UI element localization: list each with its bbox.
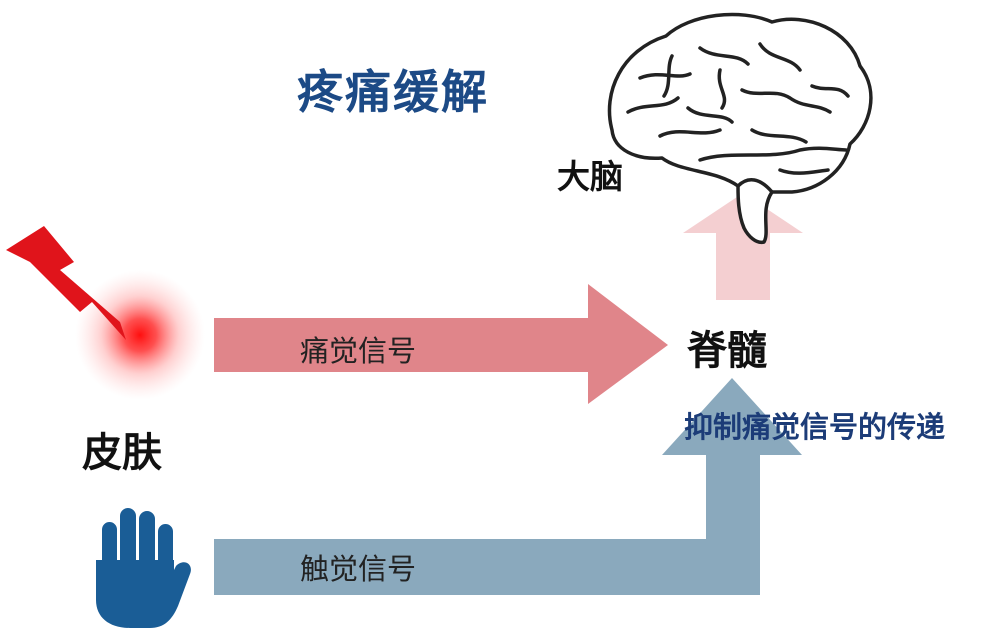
pain-glow-icon: [75, 270, 205, 400]
touch-signal-arrow: [214, 378, 802, 595]
skin-label: 皮肤: [82, 430, 162, 476]
lightning-icon: [6, 226, 126, 340]
diagram-title: 疼痛缓解: [297, 65, 489, 119]
brain-icon: [607, 12, 873, 245]
inhibit-annotation: 抑制痛觉信号的传递: [684, 410, 946, 444]
touch-signal-label: 触觉信号: [300, 552, 417, 586]
brain-label: 大脑: [557, 157, 623, 196]
pain-signal-arrow: [214, 284, 668, 404]
spinal-cord-label: 脊髓: [687, 328, 767, 374]
hand-icon: [96, 508, 191, 628]
pain-signal-label: 痛觉信号: [300, 334, 417, 368]
